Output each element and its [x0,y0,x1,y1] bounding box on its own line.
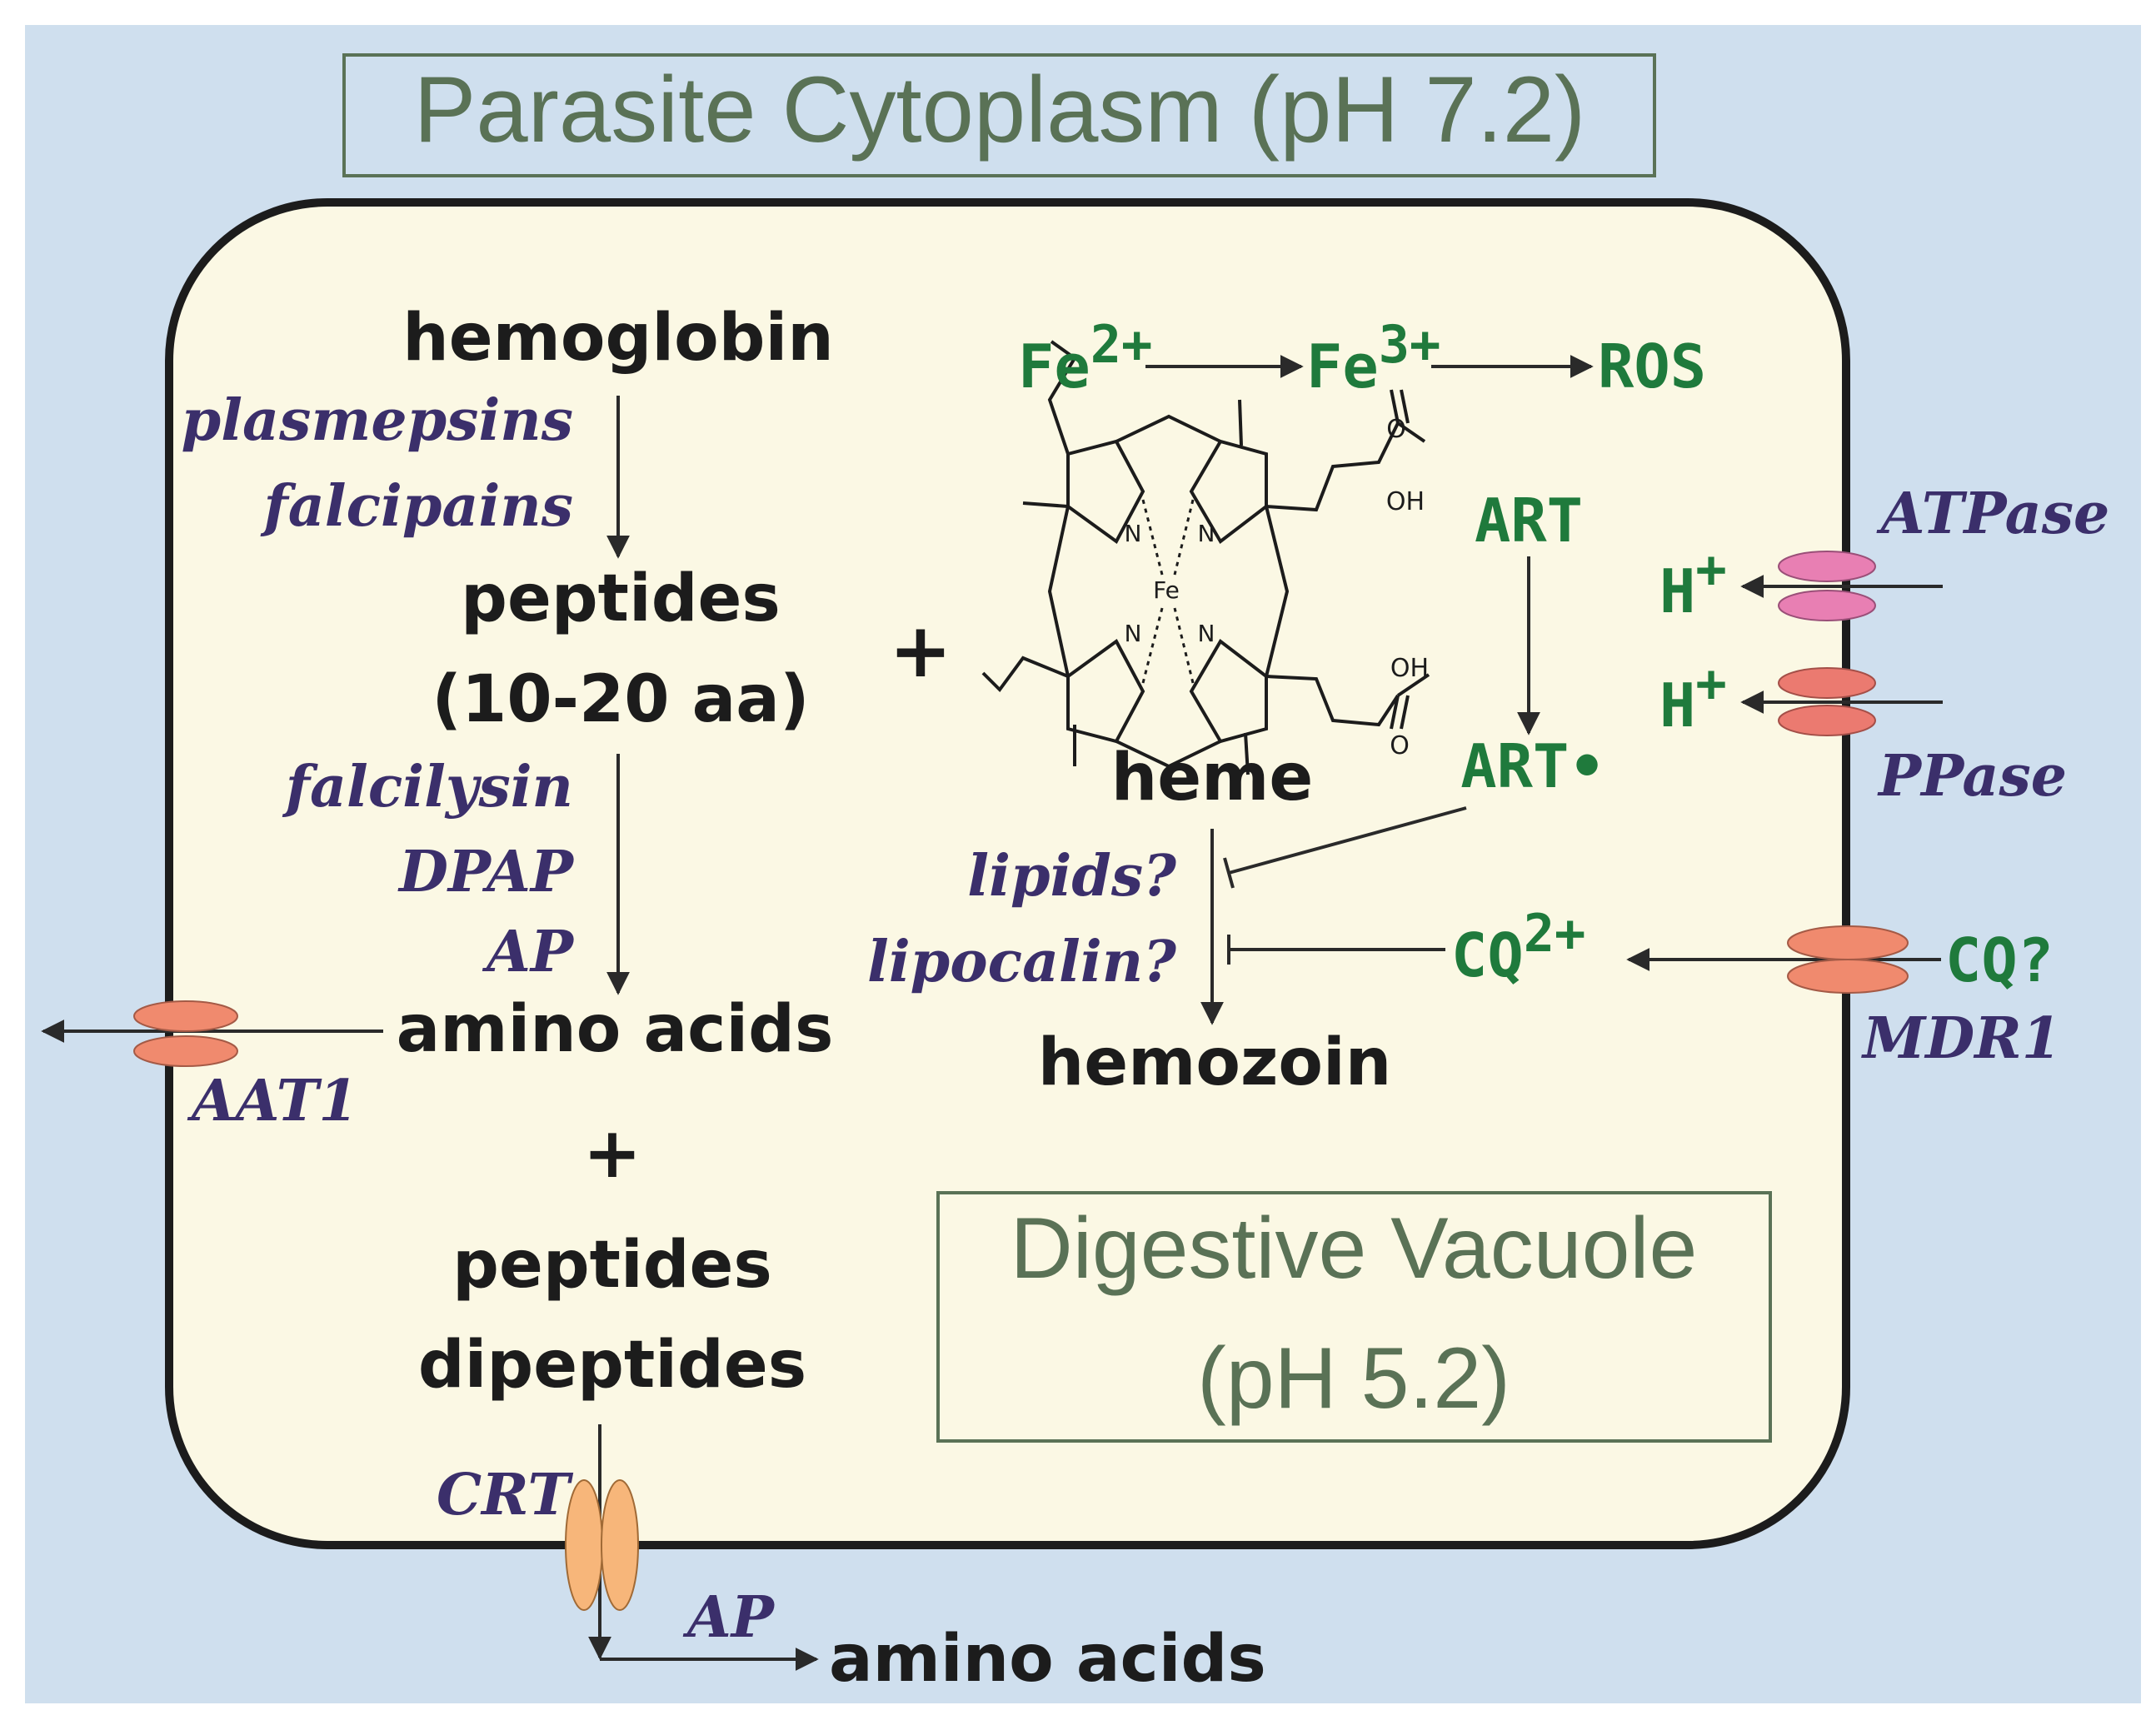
fe2-label: Fe2+ [1018,314,1152,401]
heme-atom-n2: N [1198,520,1215,547]
fe2-base: Fe [1018,332,1090,401]
h2-base: H [1659,671,1695,740]
crt-transporter-right [601,1479,639,1611]
heme-label: heme [1111,740,1314,815]
peptides-2-label: peptides [452,1228,772,1303]
enzyme-ppase: PPase [1877,743,2067,810]
fe2-charge: 2+ [1090,314,1153,375]
heme-atom-o1: O [1386,415,1406,444]
fe3-label: Fe3+ [1306,314,1440,401]
crt-transporter-left [565,1479,603,1611]
h1-label: H+ [1659,539,1727,626]
cq2-charge: 2+ [1524,903,1586,964]
amino-acids-label: amino acids [397,992,834,1067]
art-label: ART [1475,486,1583,556]
cytoplasm-title-box [342,53,1656,177]
vacuole-title-box [936,1191,1772,1443]
inhibition-art-bar [1223,857,1235,889]
vacuole-title-line2: (pH 5.2) [1197,1330,1510,1427]
art-radical-label: ART• [1460,731,1605,801]
heme-atom-fe: Fe [1153,576,1180,604]
cq2-label: CQ2+ [1451,903,1585,990]
enzyme-falcilysin: falcilysin [282,754,573,820]
atpase-pump-top [1778,551,1876,582]
h1-base: H [1659,556,1695,626]
enzyme-plasmepsins: plasmepsins [182,387,573,454]
hemozoin-label: hemozoin [1038,1025,1392,1100]
peptides-size-label: (10-20 aa) [432,662,809,737]
enzyme-dpap: DPAP [397,839,575,905]
heme-structure [981,340,1430,775]
enzyme-lipids: lipids? [967,843,1177,910]
enzyme-aat1: AAT1 [187,1068,358,1134]
fe3-charge: 3+ [1379,314,1441,375]
aat1-transporter-bottom [133,1035,238,1067]
plus-left: + [583,1112,641,1194]
enzyme-ap-inner: AP [482,919,575,985]
dipeptides-label: dipeptides [418,1328,806,1403]
h2-label: H+ [1659,653,1727,740]
h2-charge: + [1695,653,1726,714]
cytoplasm-title: Parasite Cytoplasm (pH 7.2) [414,57,1586,162]
heme-atom-n3: N [1125,620,1142,647]
ros-label: ROS [1598,332,1706,401]
mdr1-transporter-top [1787,925,1909,960]
amino-acids-outer-label: amino acids [829,1622,1266,1697]
fe3-base: Fe [1306,332,1379,401]
cq2-base: CQ [1451,920,1524,990]
enzyme-ap-outer: AP [682,1584,776,1651]
mdr1-transporter-bottom [1787,959,1909,994]
enzyme-falcipains: falcipains [260,473,573,540]
plus-center: + [889,607,951,695]
aat1-transporter-top [133,1000,238,1032]
peptides-label: peptides [461,561,781,636]
inhibition-art-on-hemozoin [1228,806,1467,875]
heme-atom-oh1: OH [1386,487,1425,516]
atpase-pump-bottom [1778,590,1876,621]
ppase-pump-top [1778,667,1876,699]
ppase-pump-bottom [1778,705,1876,736]
digestive-vacuole [165,198,1850,1549]
h1-charge: + [1695,539,1726,600]
enzyme-crt: CRT [437,1462,573,1528]
enzyme-atpase: ATPase [1876,481,2110,547]
vacuole-title-line1: Digestive Vacuole [1011,1200,1698,1297]
enzyme-mdr1: MDR1 [1861,1005,2061,1072]
heme-atom-n4: N [1198,620,1215,647]
hemoglobin-label: hemoglobin [402,301,834,376]
cq-question-label: CQ? [1945,925,2054,995]
heme-atom-n1: N [1125,520,1142,547]
heme-atom-oh2: OH [1390,654,1429,683]
heme-atom-o2: O [1390,731,1410,760]
enzyme-lipocalin: lipocalin? [867,929,1177,995]
